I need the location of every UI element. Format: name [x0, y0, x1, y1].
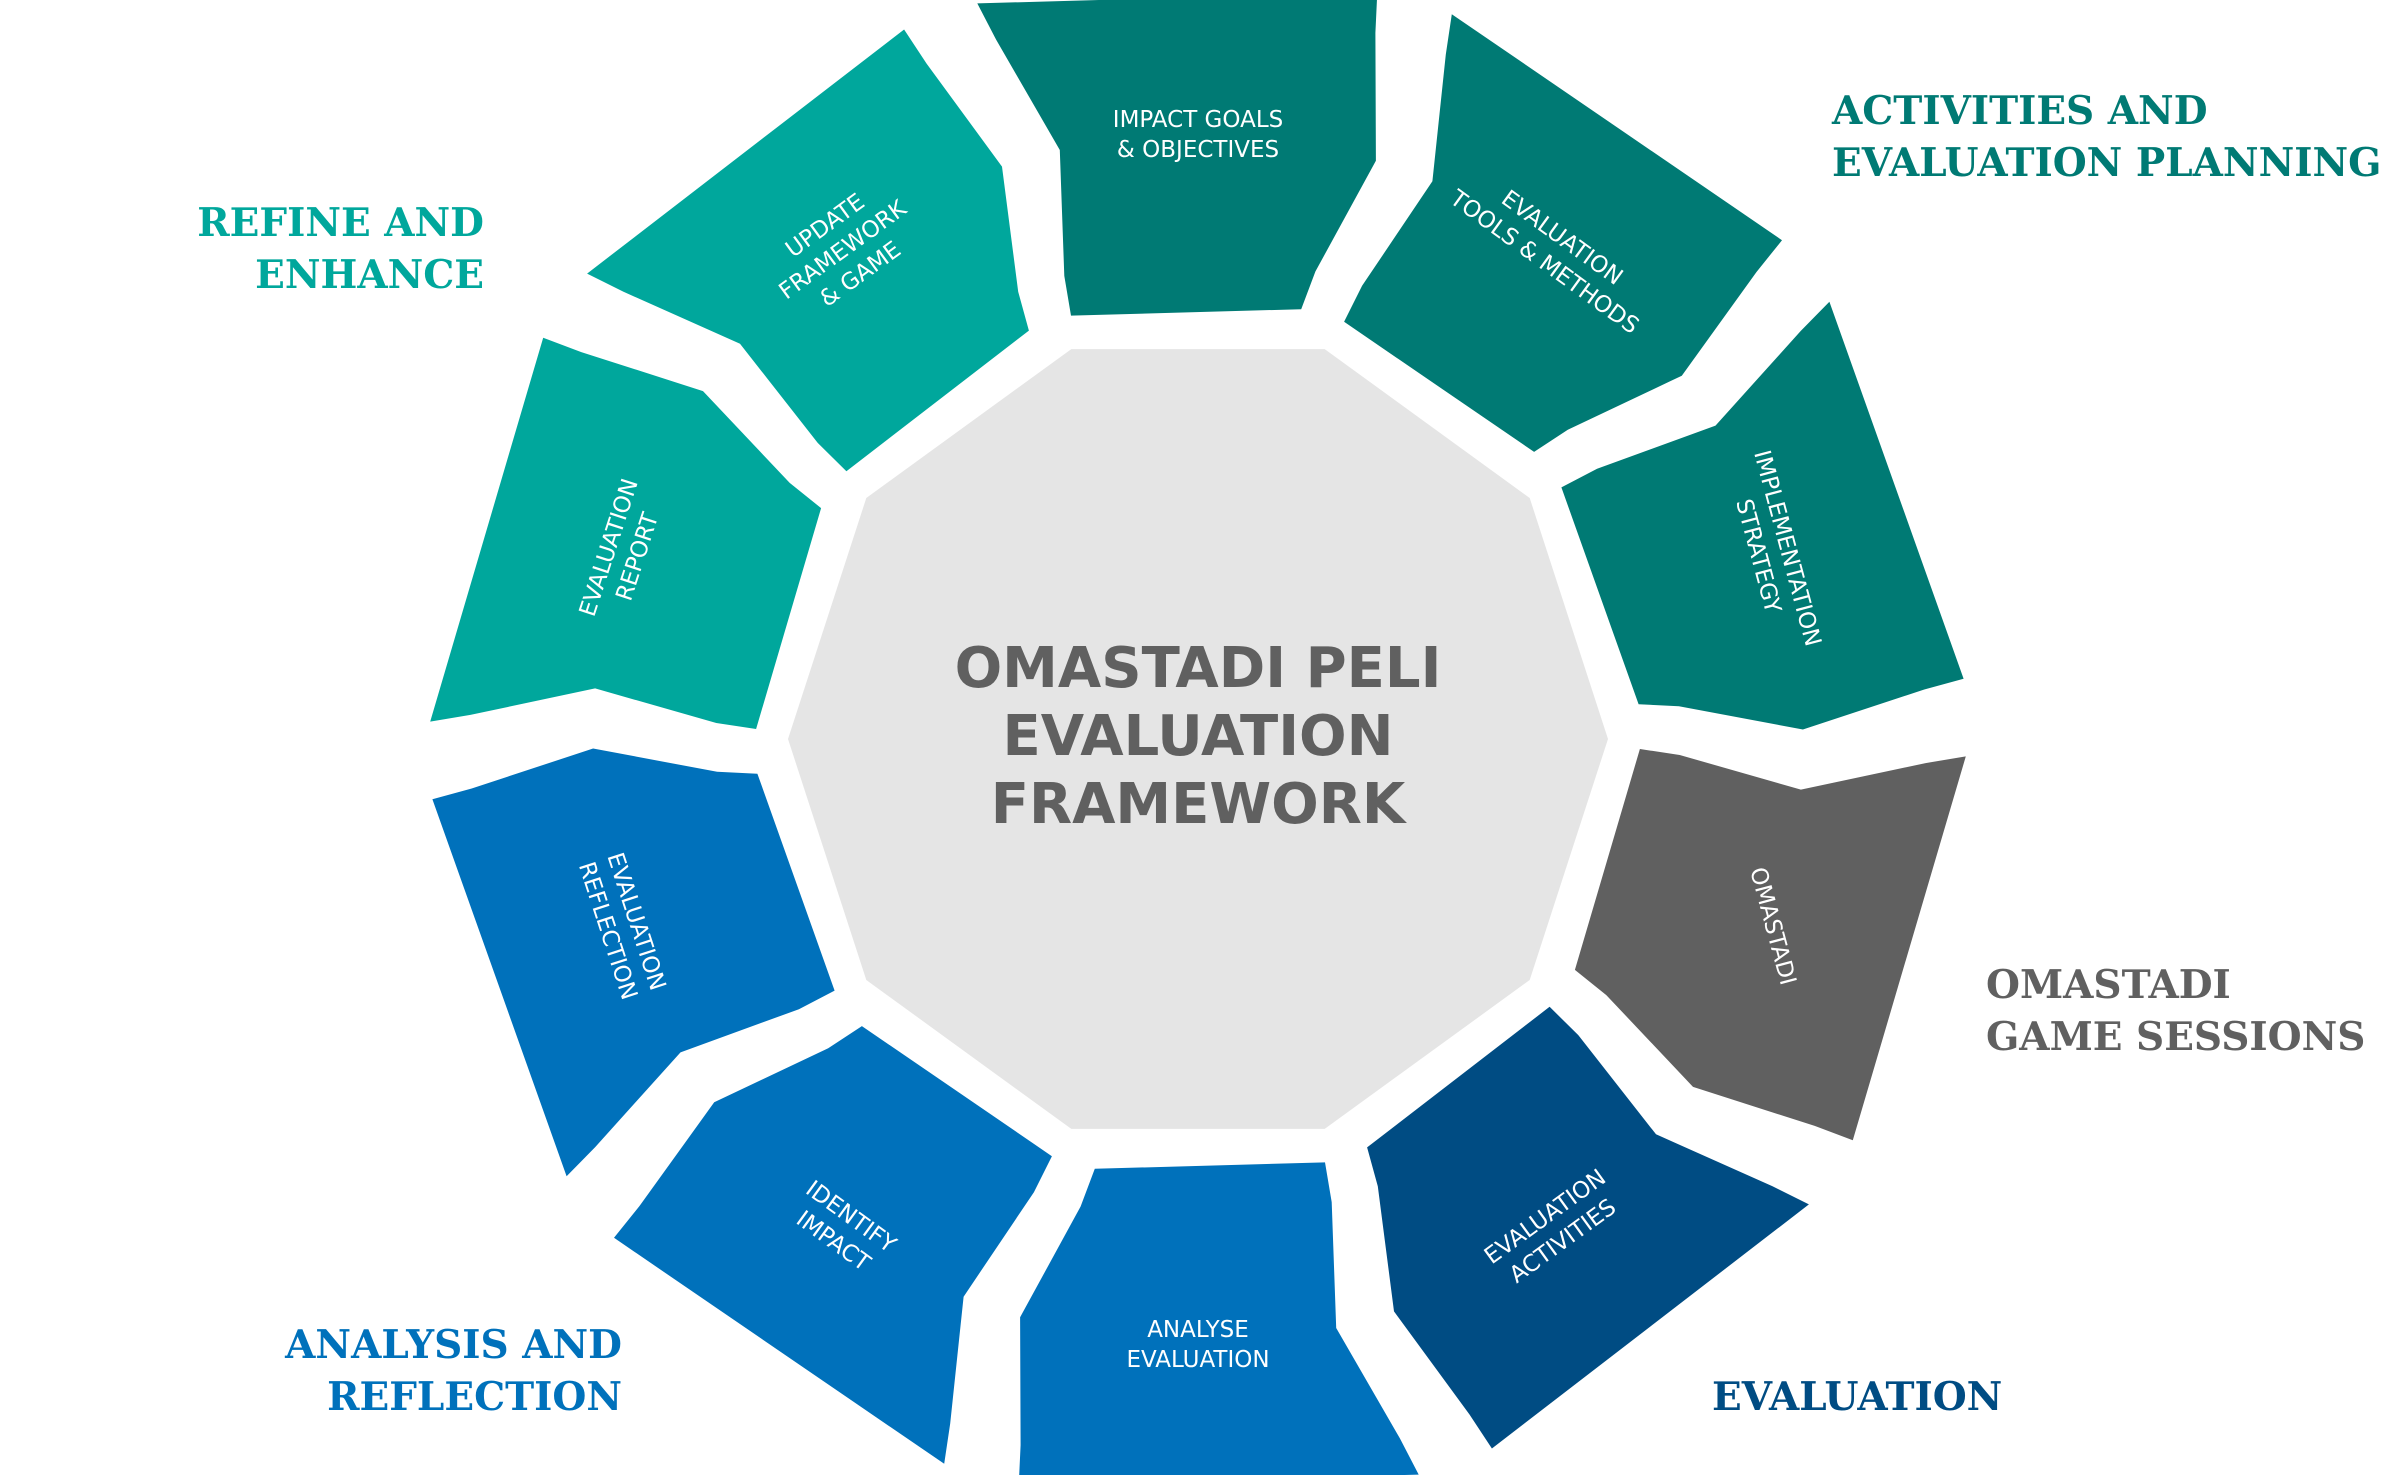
segment-identify-impact: IDENTIFYIMPACT — [614, 1026, 1052, 1464]
segment-shape — [1019, 1162, 1419, 1475]
segment-impact-goals: IMPACT GOALS& OBJECTIVES — [977, 0, 1377, 316]
segment-shape — [432, 748, 835, 1177]
segment-evaluation-reflection: EVALUATIONREFLECTION — [432, 748, 835, 1177]
segment-implementation-strategy: IMPLEMENTATIONSTRATEGY — [1561, 301, 1964, 730]
segment-shape — [1367, 1006, 1809, 1449]
segment-shape — [587, 29, 1029, 472]
segment-shape — [614, 1026, 1052, 1464]
segment-evaluation-activities: EVALUATIONACTIVITIES — [1367, 1006, 1809, 1449]
segment-evaluation-tools: EVALUATIONTOOLS & METHODS — [1344, 14, 1782, 452]
segment-shape — [1344, 14, 1782, 452]
framework-ring: IMPACT GOALS& OBJECTIVES EVALUATIONTOOLS … — [430, 0, 1966, 1475]
segment-evaluation-report: EVALUATIONREPORT — [430, 337, 822, 729]
segment-label: IMPACT GOALS& OBJECTIVES — [1113, 107, 1283, 163]
segment-shape — [977, 0, 1377, 316]
segment-shape — [1574, 749, 1966, 1141]
center-decagon — [788, 349, 1608, 1129]
segment-shape — [430, 337, 822, 729]
phase-label-evaluation: EVALUATION — [1712, 1374, 2002, 1420]
segment-update-framework: UPDATEFRAMEWORK& GAME — [587, 29, 1029, 472]
segment-shape — [1561, 301, 1964, 730]
segment-omastadi: OMASTADI — [1574, 749, 1966, 1141]
